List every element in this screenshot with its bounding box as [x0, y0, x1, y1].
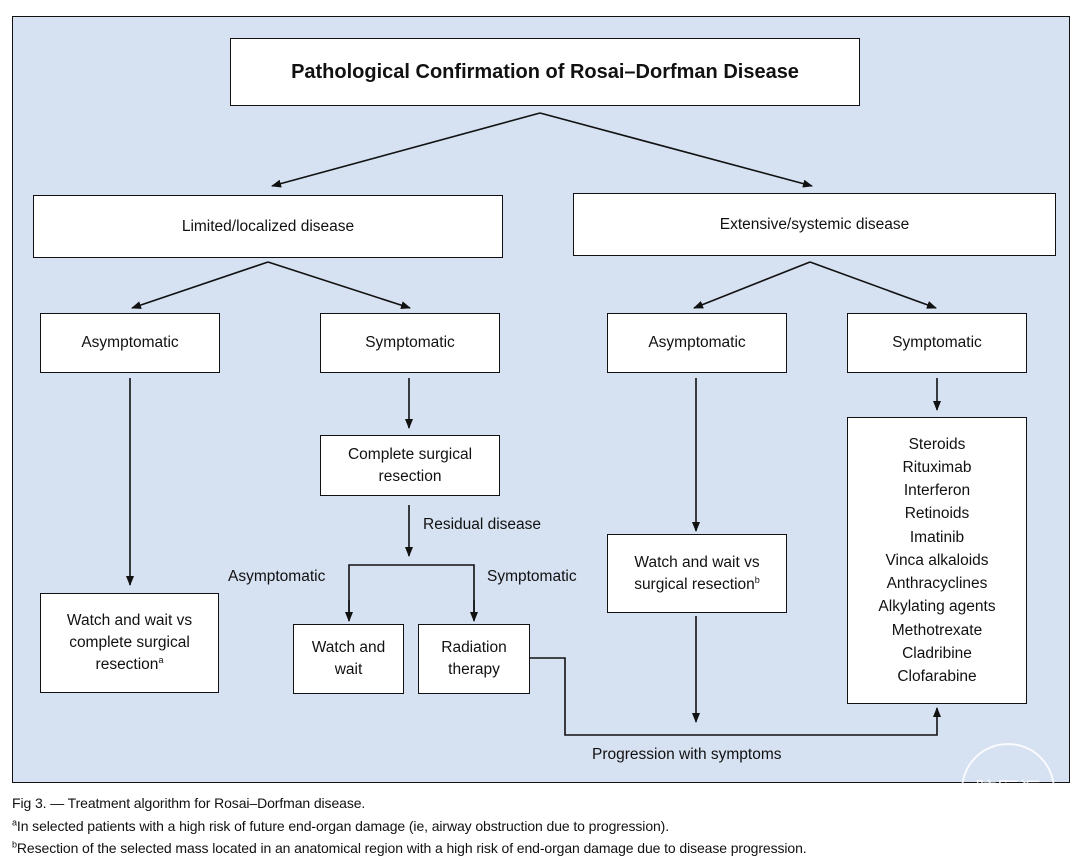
- treatment-item: Steroids: [908, 435, 966, 453]
- limited-watch-resection-box: Watch and wait vs complete surgical rese…: [40, 593, 219, 693]
- limited-asymptomatic-box: Asymptomatic: [40, 313, 220, 373]
- radiation-therapy-box: Radiation therapy: [418, 624, 530, 694]
- footnote-a: aIn selected patients with a high risk o…: [12, 818, 669, 834]
- watch-and-wait-label: Watch and wait: [311, 639, 386, 678]
- footnote-b-marker: b: [754, 574, 760, 585]
- arrow-limited-to-asymptomatic: [131, 261, 269, 309]
- extensive-disease-label: Extensive/systemic disease: [719, 215, 910, 233]
- extensive-disease-box: Extensive/systemic disease: [573, 193, 1056, 256]
- extensive-watch-line2: surgical resection: [634, 575, 755, 593]
- arrow-limited-to-symptomatic: [267, 261, 411, 310]
- limited-asymptomatic-label: Asymptomatic: [81, 334, 179, 352]
- limited-symptomatic-box: Symptomatic: [320, 313, 500, 373]
- title-box: Pathological Confirmation of Rosai–Dorfm…: [230, 38, 860, 106]
- extensive-watch-resection-box: Watch and wait vs surgical resectionb: [607, 534, 787, 613]
- title-text: Pathological Confirmation of Rosai–Dorfm…: [291, 61, 799, 83]
- radiation-therapy-label: Radiation therapy: [441, 639, 507, 678]
- extensive-symptomatic-box: Symptomatic: [847, 313, 1027, 373]
- watermark-text: 脑医汇: [975, 779, 1041, 804]
- treatment-item: Anthracyclines: [886, 575, 988, 593]
- treatment-item: Retinoids: [904, 505, 970, 523]
- residual-disease-label: Residual disease: [423, 516, 542, 533]
- treatment-item: Alkylating agents: [878, 598, 996, 616]
- limited-symptomatic-label: Symptomatic: [365, 334, 455, 352]
- limited-disease-label: Limited/localized disease: [181, 217, 355, 235]
- footnote-a-mark: a: [12, 817, 17, 828]
- treatment-item: Cladribine: [902, 644, 972, 662]
- footnote-a-marker: a: [158, 654, 164, 665]
- limited-disease-box: Limited/localized disease: [33, 195, 503, 258]
- limited-watch-line2: complete surgical: [69, 634, 190, 652]
- treatment-item: Clofarabine: [897, 667, 977, 685]
- arrow-extensive-to-symptomatic: [809, 261, 937, 309]
- treatment-item: Vinca alkaloids: [885, 551, 989, 569]
- footnote-b-mark: b: [12, 839, 17, 850]
- treatment-item: Interferon: [903, 482, 971, 500]
- progression-label: Progression with symptoms: [592, 746, 782, 763]
- residual-asymptomatic-label: Asymptomatic: [228, 568, 326, 585]
- split-line: [348, 564, 475, 612]
- limited-watch-line3: resection: [95, 655, 159, 673]
- complete-resection-box: Complete surgical resection: [320, 435, 500, 496]
- figure-caption: Fig 3. — Treatment algorithm for Rosai–D…: [12, 795, 366, 811]
- extensive-asymptomatic-label: Asymptomatic: [648, 334, 746, 352]
- footnote-b-text: Resection of the selected mass located i…: [16, 840, 807, 856]
- footnote-b: bResection of the selected mass located …: [12, 840, 807, 856]
- arrow-title-to-extensive: [539, 112, 813, 188]
- limited-watch-line1: Watch and wait vs: [66, 612, 193, 630]
- arrow-title-to-limited: [271, 112, 541, 188]
- complete-resection-label: Complete surgical resection: [347, 445, 473, 485]
- watermark-logo: 脑医汇: [961, 743, 1055, 828]
- treatment-item: Rituximab: [902, 459, 972, 477]
- arrow-extensive-to-asymptomatic: [693, 261, 811, 309]
- watch-and-wait-box: Watch and wait: [293, 624, 404, 694]
- treatment-item: Imatinib: [909, 528, 965, 546]
- extensive-watch-line1: Watch and wait vs: [634, 553, 760, 571]
- treatment-item: Methotrexate: [891, 621, 983, 639]
- extensive-asymptomatic-box: Asymptomatic: [607, 313, 787, 373]
- footnote-a-text: In selected patients with a high risk of…: [16, 818, 670, 834]
- residual-symptomatic-label: Symptomatic: [487, 568, 577, 585]
- extensive-symptomatic-label: Symptomatic: [892, 334, 982, 352]
- progression-line: [530, 657, 941, 736]
